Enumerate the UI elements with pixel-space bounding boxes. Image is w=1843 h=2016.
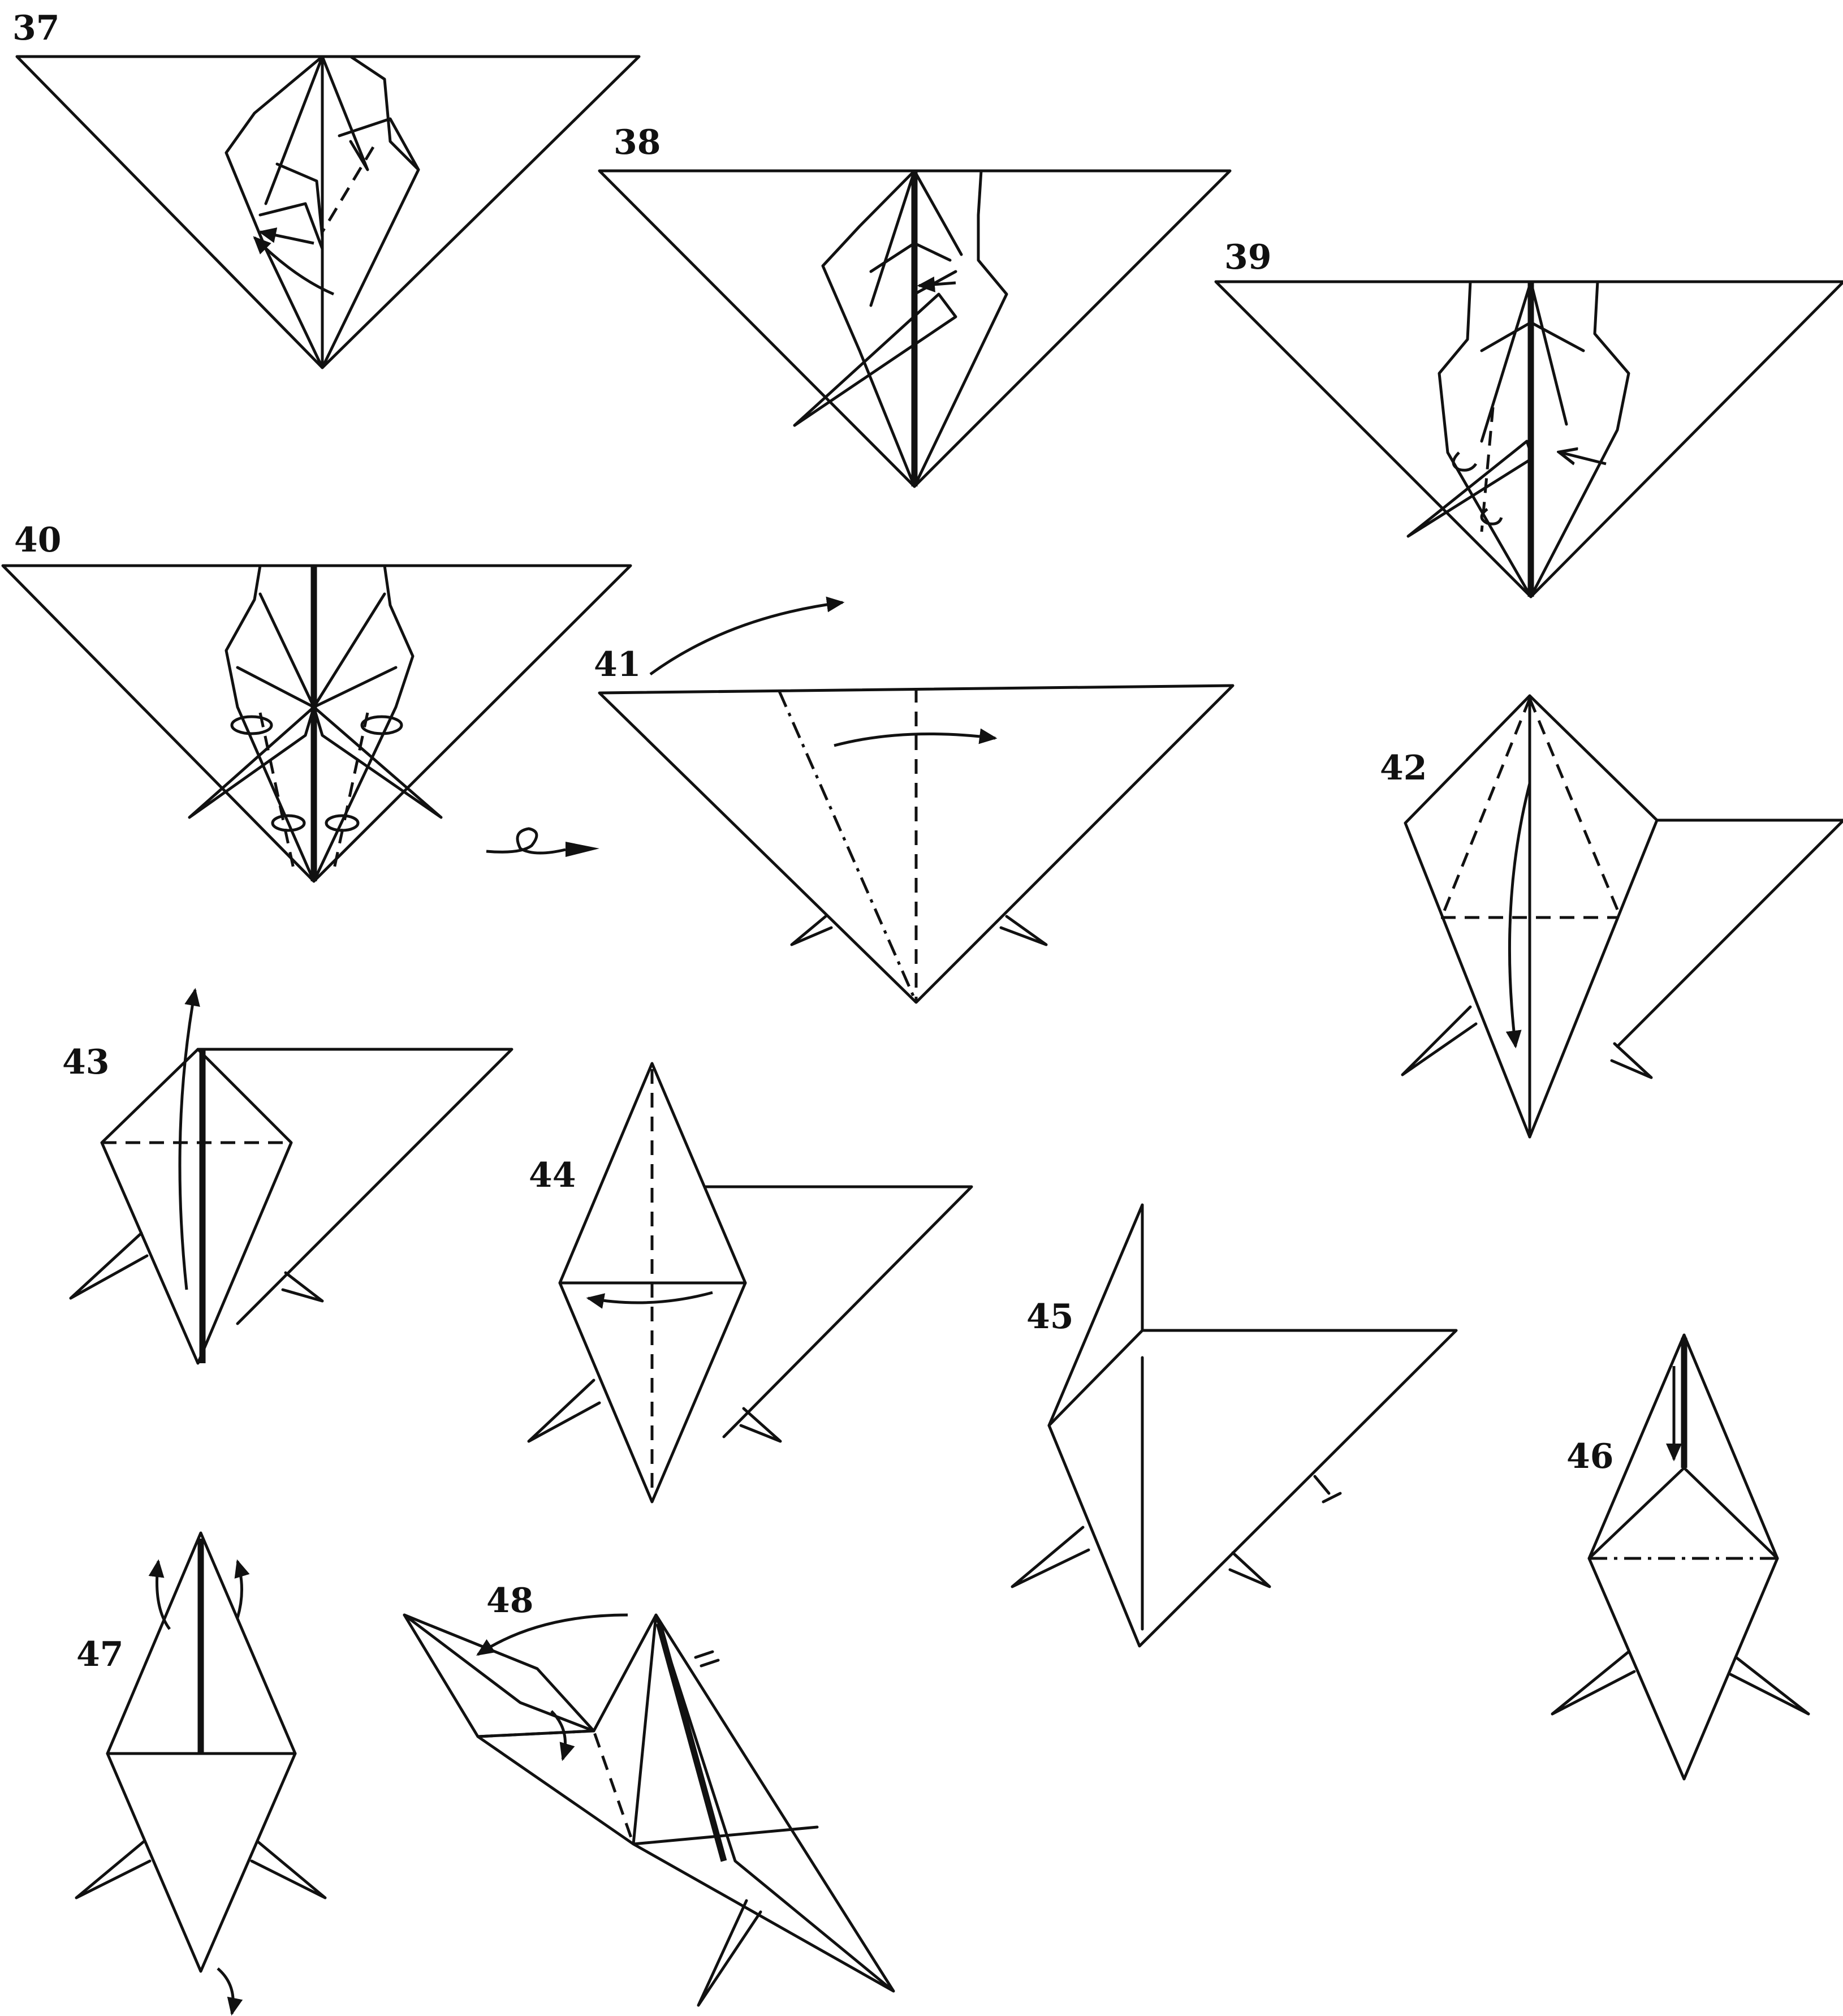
step-46-left-leg — [1552, 1652, 1634, 1714]
step-45-right-leg — [1230, 1553, 1270, 1587]
step-number-46: 46 — [1566, 1437, 1614, 1476]
step-40-left-flap — [189, 707, 314, 817]
step-42: 42 — [1380, 696, 1843, 1137]
step-39-push-arrow — [1561, 453, 1606, 464]
step-39: 39 — [1216, 238, 1843, 597]
step-40-valley-right — [334, 713, 368, 871]
step-47-left-leg — [76, 1841, 150, 1898]
step-42-valley-left — [1442, 699, 1530, 916]
step-number-42: 42 — [1380, 748, 1427, 788]
step-43-kite — [102, 1049, 291, 1363]
step-37-fold-arrow-2 — [260, 232, 314, 243]
step-37-valley-fold — [322, 147, 373, 232]
step-37-base-triangle — [17, 57, 639, 368]
step-39-turn-arrow — [1453, 453, 1476, 470]
step-38: 38 — [599, 123, 1230, 486]
step-44: 44 — [529, 1063, 972, 1502]
step-46-upper-triangle — [1589, 1468, 1777, 1558]
step-41-mountain-fold — [779, 691, 916, 1002]
step-43-tail — [198, 1049, 512, 1324]
step-43: 43 — [62, 990, 512, 1363]
step-number-41: 41 — [594, 645, 641, 684]
step-40: 40 — [3, 520, 631, 881]
step-47: 47 — [76, 1533, 325, 2014]
step-43-right-leg — [283, 1273, 322, 1301]
step-40-rotate-right — [362, 717, 402, 734]
turn-over-arrow — [486, 829, 566, 853]
step-47-arrow-up-left — [157, 1561, 170, 1629]
step-number-39: 39 — [1224, 238, 1272, 277]
step-42-right-leg — [1612, 1044, 1651, 1078]
step-40-valley-left — [260, 713, 294, 871]
step-40-right-flap — [314, 707, 441, 817]
step-43-fold-arrow — [180, 990, 195, 1290]
step-37-center-flaps — [226, 57, 418, 368]
step-41-left-leg — [792, 916, 831, 945]
step-number-44: 44 — [529, 1156, 576, 1195]
step-48-fold-arrow-top — [478, 1615, 628, 1655]
step-number-38: 38 — [614, 123, 661, 162]
step-42-fold-arrow — [1509, 783, 1530, 1046]
turn-over-arrowhead — [566, 842, 599, 857]
step-48-head-flap — [404, 1615, 594, 1731]
step-38-swung-flap — [795, 294, 956, 425]
step-number-37: 37 — [12, 8, 60, 48]
step-46: 46 — [1552, 1335, 1809, 1779]
step-38-fold-arrow — [919, 283, 956, 286]
step-41-right-leg — [1001, 916, 1046, 945]
step-45-body — [1049, 1330, 1456, 1646]
step-number-47: 47 — [76, 1635, 124, 1674]
step-46-right-leg — [1730, 1657, 1809, 1714]
step-48-crease — [659, 1623, 724, 1861]
step-43-left-leg — [71, 1233, 147, 1298]
step-number-48: 48 — [486, 1581, 534, 1621]
step-47-right-leg — [252, 1841, 325, 1898]
step-42-tail — [1617, 820, 1843, 1046]
step-45-left-leg — [1012, 1527, 1089, 1587]
step-number-45: 45 — [1026, 1297, 1074, 1337]
step-41: 41 — [594, 602, 1233, 1002]
step-48-left-leg — [698, 1901, 761, 2005]
turn-over-symbol — [486, 829, 599, 857]
step-41-rotate-arrow — [650, 602, 843, 674]
step-42-left-leg — [1402, 1007, 1476, 1075]
step-42-valley-right — [1530, 699, 1620, 916]
step-number-43: 43 — [62, 1043, 110, 1082]
step-39-swung-flap — [1408, 441, 1533, 536]
step-47-arrow-down — [218, 1968, 233, 2014]
step-47-arrow-up-right — [238, 1561, 242, 1618]
step-44-tail — [706, 1187, 972, 1437]
step-48-tick — [696, 1652, 718, 1666]
step-number-40: 40 — [14, 520, 62, 560]
step-45-tick — [1315, 1476, 1340, 1502]
step-40-rotate-left — [232, 717, 271, 734]
step-45: 45 — [1012, 1205, 1456, 1646]
step-44-fold-arrow — [588, 1293, 713, 1303]
step-44-left-leg — [529, 1380, 599, 1441]
step-48: 48 — [404, 1581, 894, 2005]
step-37: 37 — [12, 8, 639, 368]
